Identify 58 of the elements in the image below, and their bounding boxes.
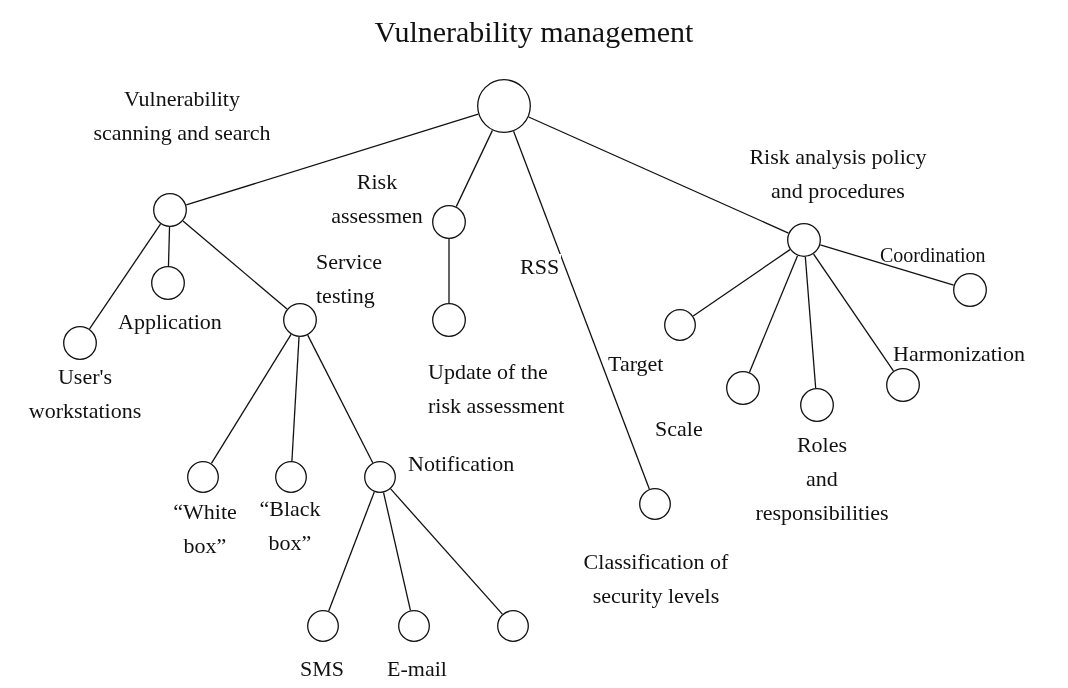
connector-line [328, 491, 375, 612]
connector-line [812, 253, 895, 372]
circle-node [153, 193, 187, 227]
circle-node [800, 388, 834, 422]
node-label: Scale [655, 415, 704, 443]
connector-line [307, 334, 374, 464]
connector-line [748, 255, 799, 373]
diagram-title: Vulnerability management [374, 15, 694, 48]
connector-line [291, 336, 300, 462]
circle-node [432, 303, 466, 337]
connector-line [804, 256, 817, 389]
node-label: Vulnerability scanning and search [92, 85, 272, 147]
circle-node [886, 368, 920, 402]
circle-node [953, 273, 987, 307]
node-label: Application [118, 308, 223, 336]
circle-node [497, 610, 529, 642]
circle-node [664, 309, 696, 341]
circle-node [787, 223, 821, 257]
circle-node [63, 326, 97, 360]
connector-line [819, 244, 955, 286]
connector-line [455, 129, 494, 208]
connector-line [512, 130, 650, 490]
node-label: User's workstations [27, 363, 143, 425]
connector-line [528, 116, 790, 234]
connector-line [88, 223, 162, 330]
circle-node [726, 371, 760, 405]
connector-line [382, 491, 412, 612]
connector-line [210, 333, 292, 465]
node-label: Target [608, 350, 665, 378]
node-label: “White box” [173, 498, 237, 560]
circle-node [398, 610, 430, 642]
node-label: Classification of security levels [582, 548, 730, 610]
circle-node [477, 79, 531, 133]
connector-line [185, 113, 479, 206]
connector-line [167, 226, 171, 267]
circle-node [432, 205, 466, 239]
node-label: Risk analysis policy and procedures [748, 143, 928, 205]
node-label: Coordination [880, 243, 987, 268]
node-label: Risk assessmen [330, 168, 424, 230]
node-label: SMS [300, 655, 344, 683]
connector-line [182, 220, 288, 310]
connector-line [692, 248, 791, 317]
node-label: “Black box” [259, 495, 321, 557]
circle-node [283, 303, 317, 337]
node-label: Update of the risk assessment [428, 358, 566, 420]
node-label: E-mail [387, 655, 447, 683]
circle-node [151, 266, 185, 300]
connector-line [448, 238, 450, 304]
node-label: Harmonization [893, 340, 1026, 368]
node-label: Service testing [316, 248, 383, 310]
circle-node [639, 488, 671, 520]
connector-line [390, 488, 503, 615]
circle-node [275, 461, 307, 493]
circle-node [187, 461, 219, 493]
node-label: Roles and responsibilities [755, 431, 889, 527]
circle-node [307, 610, 339, 642]
node-label: Notification [408, 450, 516, 478]
circle-node [364, 461, 396, 493]
